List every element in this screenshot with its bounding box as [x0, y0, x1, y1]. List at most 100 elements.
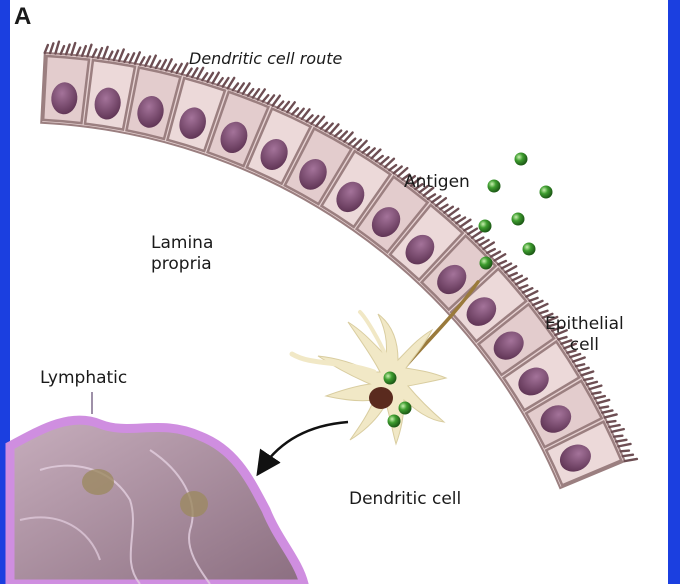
- microvillus: [428, 194, 435, 199]
- microvillus: [135, 52, 140, 63]
- microvillus: [468, 229, 477, 234]
- microvillus: [581, 371, 593, 375]
- microvillus: [109, 52, 113, 60]
- microvillus: [573, 358, 585, 362]
- microvillus: [516, 279, 527, 285]
- frame-right-strip: [668, 0, 680, 584]
- microvillus: [600, 407, 608, 408]
- panel-letter: A: [14, 6, 31, 27]
- microvillus: [263, 95, 269, 101]
- microvillus: [202, 73, 207, 80]
- microvillus: [376, 156, 383, 161]
- microvillus: [487, 249, 495, 253]
- microvillus: [253, 89, 259, 97]
- microvillus: [587, 382, 597, 385]
- microvillus: [367, 148, 375, 155]
- microvillus: [307, 115, 313, 121]
- microvillus: [491, 252, 500, 257]
- microvillus: [623, 455, 633, 456]
- microvillus: [282, 102, 289, 110]
- microvillus: [540, 311, 548, 314]
- microvillus: [509, 273, 517, 276]
- antigen-particle: [488, 180, 501, 193]
- microvillus: [50, 43, 53, 53]
- lymphatic-cell-nucleus: [82, 469, 114, 495]
- antigen-particle: [512, 213, 525, 226]
- microvillus: [187, 69, 192, 76]
- microvillus: [609, 425, 619, 427]
- microvillus: [321, 123, 327, 129]
- lymphatic-cell-nucleus: [180, 491, 208, 517]
- microvillus: [592, 392, 600, 394]
- microvillus: [145, 56, 150, 65]
- microvillus: [233, 83, 238, 90]
- antigen-label: Antigen: [404, 172, 470, 193]
- microvillus: [513, 276, 522, 281]
- microvillus: [616, 440, 626, 442]
- microvillus: [519, 285, 527, 288]
- microvillus: [480, 240, 489, 245]
- microvillus: [71, 43, 75, 55]
- microvillus: [464, 226, 471, 230]
- microvillus: [130, 53, 134, 62]
- microvillus: [161, 60, 166, 69]
- dendritic-route-title: Dendritic cell route: [189, 48, 342, 69]
- microvillus: [218, 78, 223, 85]
- microvillus: [394, 167, 402, 174]
- microvillus: [98, 48, 102, 58]
- epithelial-cell-label: Epithelial cell: [545, 314, 624, 356]
- microvillus: [197, 68, 203, 79]
- microvillus: [349, 139, 355, 145]
- microvillus: [177, 64, 182, 73]
- microvillus: [576, 364, 584, 366]
- microvillus: [502, 264, 511, 269]
- microvillus: [614, 436, 622, 437]
- microvillus: [536, 304, 547, 309]
- microvillus: [498, 261, 506, 264]
- microvillus: [192, 68, 197, 77]
- microvillus: [444, 207, 453, 213]
- dendritic-cell-nucleus: [369, 387, 393, 409]
- lymphatic-vessel: [10, 420, 304, 584]
- microvillus: [156, 61, 160, 68]
- microvillus: [114, 51, 118, 60]
- microvillus: [82, 46, 86, 56]
- microvillus: [612, 429, 624, 432]
- microvillus: [505, 266, 516, 272]
- antigen-particle: [515, 153, 528, 166]
- dendritic-cell-label: Dendritic cell: [349, 489, 461, 510]
- microvillus: [292, 108, 298, 114]
- microvillus: [55, 42, 59, 54]
- microvillus: [621, 451, 629, 452]
- microvillus: [625, 459, 637, 461]
- microvillus: [66, 45, 70, 55]
- microvillus: [440, 205, 447, 209]
- microvillus: [124, 54, 128, 61]
- microvillus: [523, 288, 532, 292]
- microvillus: [248, 89, 253, 96]
- microvillus: [207, 73, 213, 82]
- microvillus: [618, 444, 630, 446]
- microvillus: [595, 396, 605, 398]
- microvillus: [182, 63, 188, 74]
- engulfed-antigen: [384, 372, 397, 385]
- microvillus: [151, 56, 156, 67]
- antigen-particle: [480, 257, 493, 270]
- microvillus: [389, 165, 396, 170]
- microvillus: [363, 147, 370, 152]
- lymphatic-label: Lymphatic: [40, 368, 127, 389]
- antigen-particle: [540, 186, 553, 199]
- microvillus: [223, 78, 229, 87]
- microvillus: [602, 410, 612, 412]
- microvillus: [278, 102, 284, 108]
- microvillus: [87, 45, 91, 57]
- antigen-particle: [479, 220, 492, 233]
- microvillus: [452, 215, 459, 219]
- microvillus: [579, 368, 589, 371]
- microvillus: [238, 83, 244, 91]
- microvillus: [530, 298, 538, 301]
- microvillus: [335, 131, 341, 137]
- microvillus: [476, 238, 484, 242]
- microvillus: [140, 57, 144, 64]
